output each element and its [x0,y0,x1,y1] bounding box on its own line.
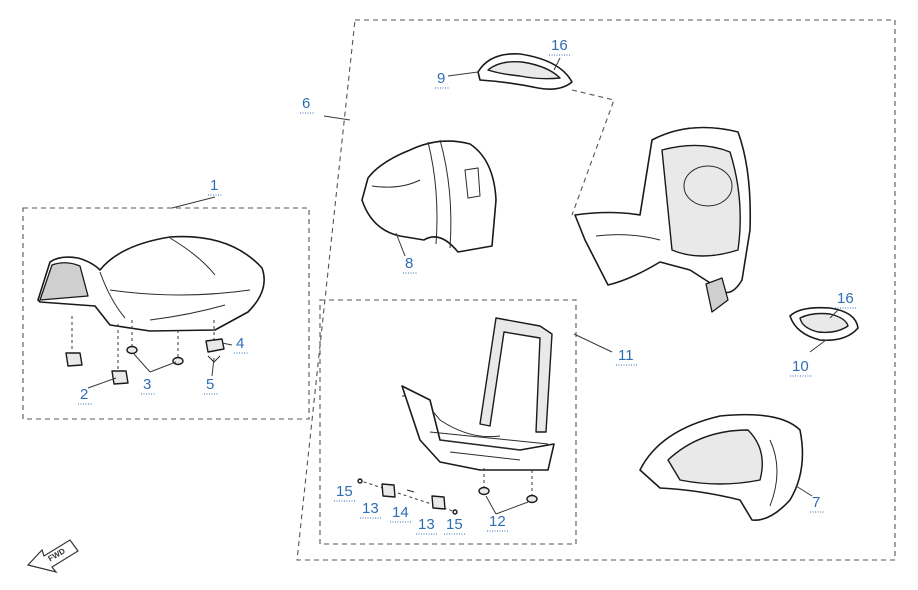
callout-7: 7 [812,494,820,511]
callout-5: 5 [206,376,214,393]
callout-2: 2 [80,386,88,403]
callout-15-left: 15 [336,483,353,500]
assembly-guide-line [571,89,615,216]
callout-11: 11 [618,347,634,364]
callout-16-side: 16 [837,290,854,307]
part-backrest-shell [574,126,752,313]
callout-8: 8 [405,255,413,272]
part-back-cushion [361,139,497,253]
forward-direction-arrow-icon: FWD [26,539,79,574]
part-side-handle [789,306,859,342]
group-box-backrest-assembly [296,19,896,561]
callout-16-top: 16 [551,37,568,54]
callout-14: 14 [392,504,409,521]
part-seat-cushion [37,235,265,332]
callout-13-right: 13 [418,516,435,533]
group-box-seat-frame [319,299,577,545]
group-box-seat-assembly [22,207,310,420]
callout-3: 3 [143,376,151,393]
part-backrest-handle-top [477,53,573,90]
callout-15-right: 15 [446,516,463,533]
leader-lines [87,57,839,515]
callout-6: 6 [302,95,310,112]
part-seat-fasteners [65,316,225,385]
callout-9: 9 [437,70,445,87]
callout-10: 10 [792,358,809,375]
callout-4: 4 [236,335,244,352]
part-seat-frame [401,317,555,471]
callout-12: 12 [489,513,506,530]
callout-13-left: 13 [362,500,379,517]
part-lower-shell [639,413,804,521]
part-frame-fasteners [357,468,538,515]
callout-1: 1 [210,177,218,194]
